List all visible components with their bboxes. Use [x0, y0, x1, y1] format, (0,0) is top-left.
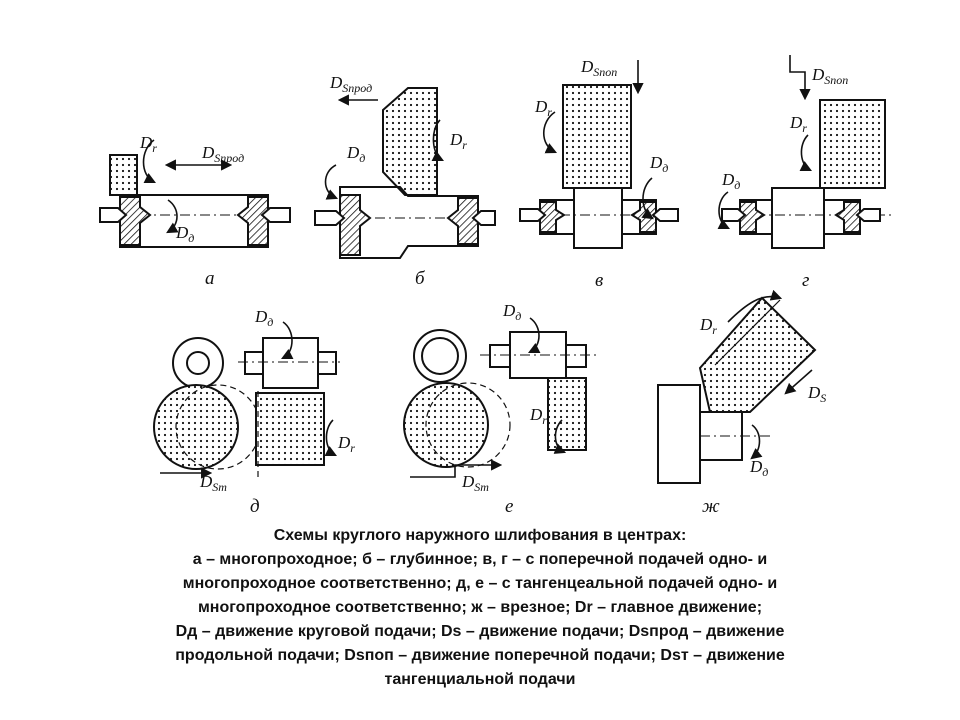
scheme-letter-e: е: [505, 496, 513, 517]
caption-line: многопроходное соответственно; ж – врезн…: [197, 599, 763, 616]
scheme-letter-g: г: [802, 270, 809, 291]
scheme-letter-v: в: [595, 270, 603, 291]
scheme-letter-zh: ж: [702, 496, 720, 517]
scheme-b: [314, 87, 496, 259]
dr-arrow: [142, 139, 157, 184]
workpiece: [172, 337, 224, 389]
left-center-hatched: [339, 194, 372, 256]
workpiece-holder: [657, 384, 701, 484]
label-dd-zh: Dд: [749, 457, 768, 479]
label-dd-g: Dд: [721, 170, 740, 192]
dd-arrow: [750, 424, 763, 460]
labels: Dr DSпрод Dд а DSпрод Dr Dд б DSпоп Dr D…: [139, 57, 848, 517]
workpiece: [771, 187, 825, 249]
scheme-g: [717, 55, 895, 249]
dd-arrow: [166, 199, 179, 234]
label-dr-d: Dr: [337, 433, 355, 455]
workpiece: [339, 186, 479, 259]
label-feed-zh: DS: [807, 383, 826, 405]
label-feed-e: DSт: [461, 472, 489, 494]
dd-arrow: [641, 177, 654, 220]
figure-caption: Схемы круглого наружного шлифования в це…: [40, 524, 920, 692]
scheme-d: [153, 321, 340, 479]
label-feed-g: DSпоп: [811, 65, 848, 87]
grinding-wheel: [403, 382, 489, 468]
label-feed-b: DSпрод: [329, 73, 372, 95]
dd-arrow: [280, 321, 294, 360]
right-center: [260, 207, 291, 223]
caption-line: Схемы круглого наружного шлифования в це…: [273, 527, 687, 544]
grinding-wheel: [109, 154, 138, 196]
grinding-schemes-figure: Dr DSпрод Dд а DSпрод Dr Dд б DSпоп Dr D…: [99, 55, 895, 517]
label-feed-a: DSпрод: [201, 143, 244, 165]
wheel-side-view: [255, 392, 325, 466]
label-feed-d: DSт: [199, 472, 227, 494]
scheme-letter-a: а: [205, 268, 215, 289]
scheme-zh: [657, 289, 817, 484]
dd-arrow: [527, 317, 541, 354]
caption-line: многопроходное соответственно; д, е – с …: [182, 575, 778, 592]
feed-arrow: [784, 369, 813, 395]
scheme-v: [519, 60, 680, 249]
dr-arrow: [542, 111, 558, 154]
caption-line: тангенциальной подачи: [384, 671, 576, 688]
label-dr-e: Dr: [529, 405, 547, 427]
label-dd-v: Dд: [649, 153, 668, 175]
grinding-wheel: [153, 384, 239, 470]
dr-arrow: [431, 119, 445, 162]
workpiece: [413, 329, 467, 383]
scheme-letter-b: б: [415, 268, 426, 289]
label-dr-zh: Dr: [699, 315, 717, 337]
grinding-wheel: [562, 84, 632, 189]
dd-arrow: [324, 164, 339, 200]
scheme-e: [403, 317, 600, 478]
grinding-wheel: [698, 296, 817, 413]
label-dd-d: Dд: [254, 307, 273, 329]
grinding-wheel: [819, 99, 886, 189]
scheme-a: [99, 139, 292, 248]
caption-line: а – многопроходное; б – глубинное; в, г …: [192, 551, 768, 568]
label-dr-g: Dr: [789, 113, 807, 135]
label-dr-a: Dr: [139, 133, 157, 155]
left-center-hatched: [119, 196, 152, 246]
scheme-letter-d: д: [250, 496, 260, 517]
label-dd-a: Dд: [175, 223, 194, 245]
label-dd-b: Dд: [346, 143, 365, 165]
label-dd-e: Dд: [502, 301, 521, 323]
dr-arrow: [799, 134, 813, 172]
grinding-wheel: [382, 87, 438, 196]
dr-arrow: [553, 419, 567, 454]
dd-arrow: [717, 191, 731, 230]
right-center-hatched: [236, 196, 269, 246]
label-feed-v: DSпоп: [580, 57, 617, 79]
wheel-side-view: [547, 377, 587, 451]
label-dr-b: Dr: [449, 130, 467, 152]
label-dr-v: Dr: [534, 97, 552, 119]
feed-arrow: [789, 55, 811, 101]
dr-arrow: [324, 419, 338, 457]
feed-arrow: [410, 459, 503, 478]
caption-line: Dд – движение круговой подачи; Ds – движ…: [175, 623, 785, 640]
right-center-hatched: [446, 197, 479, 245]
caption-line: продольной подачи; Dsпоп – движение попе…: [175, 647, 785, 664]
dr-arrow: [727, 289, 783, 323]
left-center: [99, 207, 128, 223]
workpiece: [573, 187, 623, 249]
